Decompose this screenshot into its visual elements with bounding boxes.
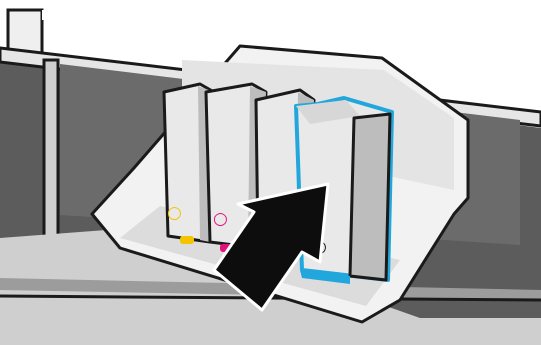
yellow-marker: ○ <box>167 203 182 223</box>
magenta-marker: ○ <box>213 209 228 229</box>
